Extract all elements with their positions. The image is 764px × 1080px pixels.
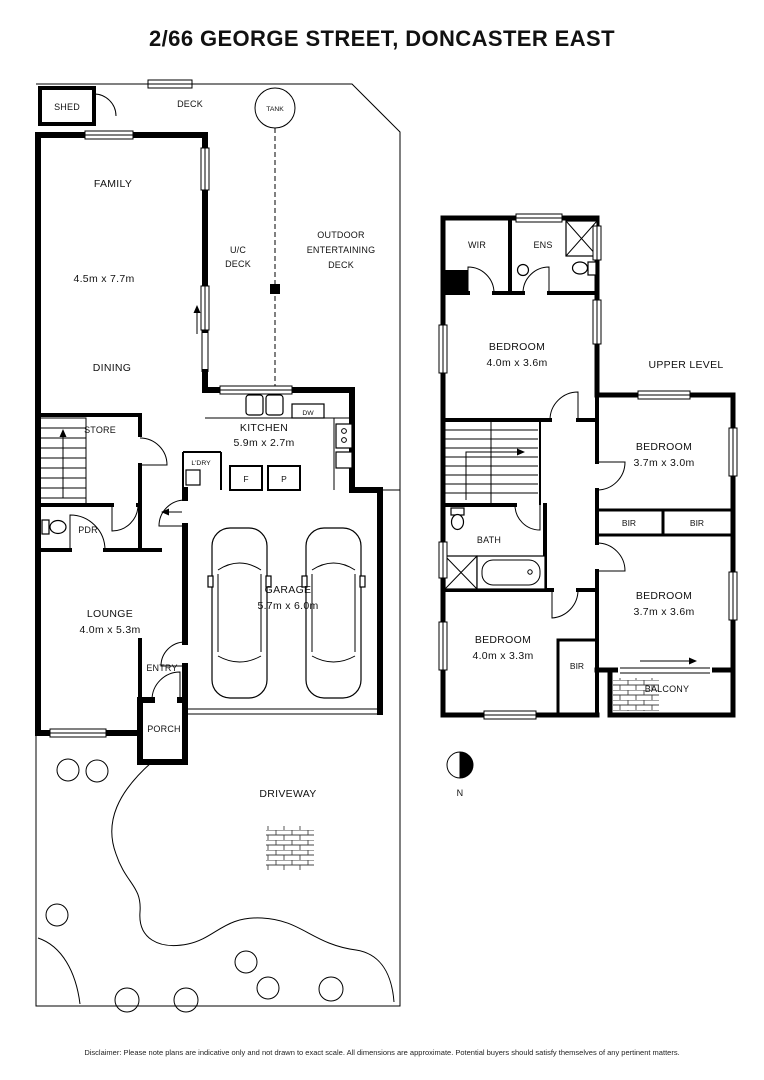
ground-floor-plan: SHED DECK TANK FAMILY 4.5m x 7.7m U/C DE… <box>35 79 401 1013</box>
toilet-icon <box>41 519 67 535</box>
floor-label-upper-level: UPPER LEVEL <box>648 359 723 371</box>
tree-icon <box>56 758 80 782</box>
fridge-nook <box>229 465 263 491</box>
compass-north-label: N <box>457 788 464 798</box>
bathroom-fixtures <box>444 507 546 590</box>
dishwasher-icon <box>291 403 325 419</box>
robe-walls <box>556 508 735 717</box>
room-label-balcony: BALCONY <box>645 684 689 694</box>
room-label-outdoor-deck: ENTERTAINING <box>307 245 376 255</box>
room-label-powder: PDR <box>78 525 98 535</box>
oven-icon <box>335 423 353 449</box>
upper-floor-plan: WIR ENS BEDROOM 4.0m x 3.6m UPPER LEVEL … <box>438 213 738 720</box>
toilet-icon <box>587 261 597 276</box>
room-dims-kitchen: 5.9m x 2.7m <box>233 437 294 449</box>
room-label-laundry: L'DRY <box>191 460 211 467</box>
solid-wall-fill <box>444 270 468 293</box>
room-label-deck: DECK <box>177 99 203 109</box>
tree-icon <box>85 759 109 783</box>
ensuite-fixtures <box>516 220 598 277</box>
room-label-bedroom4: BEDROOM <box>475 634 531 646</box>
room-dims-bedroom4: 4.0m x 3.3m <box>472 650 533 662</box>
label-bir: BIR <box>690 518 704 528</box>
pantry-cupboard <box>335 451 353 469</box>
room-label-uc-deck: DECK <box>225 259 251 269</box>
sink-icon <box>265 394 284 416</box>
property-boundary <box>35 83 401 1007</box>
sink-icon <box>245 394 264 416</box>
room-label-shed: SHED <box>54 102 80 112</box>
room-label-bedroom3: BEDROOM <box>636 590 692 602</box>
room-dims-garage: 5.7m x 6.0m <box>257 600 318 612</box>
tree-icon <box>173 987 199 1013</box>
label-pantry: P <box>281 474 287 484</box>
upper-windows <box>438 213 738 720</box>
balcony <box>613 657 712 711</box>
label-fridge: F <box>243 474 248 484</box>
car-icon <box>207 527 272 699</box>
kitchen-bench <box>205 394 353 490</box>
room-label-outdoor-deck: OUTDOOR <box>317 230 365 240</box>
room-label-wir: WIR <box>468 240 486 250</box>
page-title: 2/66 GEORGE STREET, DONCASTER EAST <box>149 26 615 51</box>
room-dims-family: 4.5m x 7.7m <box>73 273 134 285</box>
room-label-uc-deck: U/C <box>230 245 246 255</box>
room-label-kitchen: KITCHEN <box>240 422 288 434</box>
label-dishwasher: DW <box>302 410 314 417</box>
room-dims-bedroom1: 4.0m x 3.6m <box>486 357 547 369</box>
north-compass-icon: N <box>446 751 474 798</box>
garden-landscaping <box>37 758 395 1013</box>
disclaimer-text: Disclaimer: Please note plans are indica… <box>84 1048 680 1057</box>
room-label-store: STORE <box>84 425 116 435</box>
room-dims-bedroom2: 3.7m x 3.0m <box>633 457 694 469</box>
ground-interior-walls <box>36 413 162 702</box>
room-label-outdoor-deck: DECK <box>328 260 354 270</box>
deck-post <box>270 284 280 294</box>
room-label-garage: GARAGE <box>265 584 312 596</box>
tree-icon <box>234 950 258 974</box>
room-label-bedroom2: BEDROOM <box>636 441 692 453</box>
bathtub-icon <box>476 555 546 590</box>
label-tank: TANK <box>266 106 284 113</box>
basin-icon <box>516 263 530 277</box>
tree-icon <box>256 976 280 1000</box>
car-icon <box>301 527 366 699</box>
water-tank <box>254 87 296 386</box>
room-dims-lounge: 4.0m x 5.3m <box>79 624 140 636</box>
label-bir: BIR <box>622 518 636 528</box>
tree-icon <box>45 903 69 927</box>
garage-door <box>185 708 380 715</box>
room-label-bedroom1: BEDROOM <box>489 341 545 353</box>
upper-stairs <box>445 420 541 505</box>
room-label-ensuite: ENS <box>533 240 552 250</box>
ground-windows <box>49 79 293 738</box>
room-label-driveway: DRIVEWAY <box>259 788 316 800</box>
room-label-lounge: LOUNGE <box>87 608 133 620</box>
shed <box>38 86 117 126</box>
room-label-bath: BATH <box>477 535 501 545</box>
room-label-entry: ENTRY <box>146 663 177 673</box>
tree-icon <box>318 976 344 1002</box>
laundry-walls <box>182 451 222 490</box>
room-label-dining: DINING <box>93 362 132 374</box>
upper-doors <box>467 266 626 619</box>
driveway-paving-hatch <box>266 826 314 870</box>
balcony-paving-hatch <box>613 678 659 711</box>
laundry-trough <box>185 469 201 486</box>
tree-icon <box>114 987 140 1013</box>
room-label-porch: PORCH <box>147 724 181 734</box>
pantry-nook <box>267 465 301 491</box>
ground-doors <box>69 330 209 701</box>
label-bir: BIR <box>570 661 584 671</box>
room-dims-bedroom3: 3.7m x 3.6m <box>633 606 694 618</box>
room-label-family: FAMILY <box>94 178 132 190</box>
ground-stairs <box>39 417 87 505</box>
